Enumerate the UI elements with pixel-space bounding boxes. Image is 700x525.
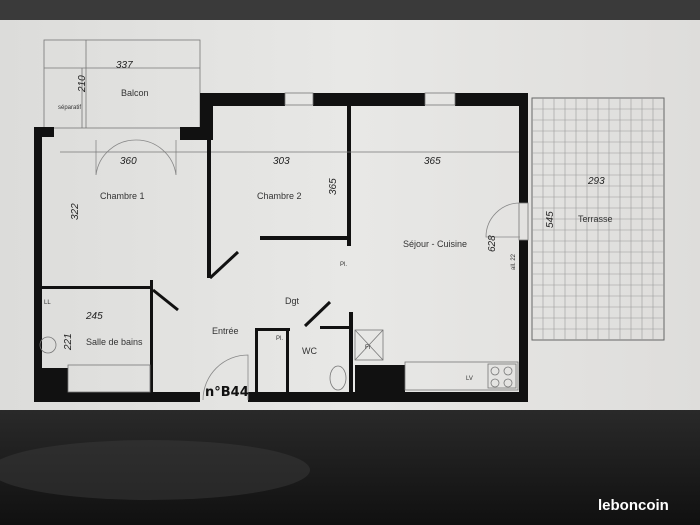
- dim-terrasse-depth: 545: [545, 211, 556, 228]
- dim-terrasse-width: 293: [587, 176, 605, 187]
- balcon-area: [43, 39, 201, 129]
- dim-chambre1-width: 360: [120, 156, 137, 167]
- dim-chambre1-depth: 322: [70, 203, 81, 220]
- room-sdb: Salle de bains: [86, 337, 143, 347]
- walls: [34, 93, 528, 402]
- dim-chambre2-width: 303: [273, 156, 290, 167]
- frigo-label: Fr: [365, 345, 371, 351]
- separatif-label: séparatif: [58, 105, 81, 111]
- room-entree: Entrée: [212, 326, 239, 336]
- terrasse-grid: [531, 97, 665, 341]
- dim-balcon-depth: 210: [77, 75, 88, 93]
- allege-label: all. 22: [511, 253, 517, 270]
- room-dgt: Dgt: [285, 296, 300, 306]
- room-wc: WC: [302, 346, 317, 356]
- room-chambre1: Chambre 1: [100, 191, 145, 201]
- top-background: [0, 0, 700, 22]
- dim-balcon-width: 337: [116, 60, 133, 71]
- lave-linge-label: LL: [44, 300, 51, 306]
- dim-sdb-width: 245: [85, 311, 103, 322]
- room-balcon: Balcon: [121, 88, 149, 98]
- placard-label-1: Pl.: [340, 262, 347, 268]
- unit-number: n°B44: [205, 385, 249, 400]
- room-chambre2: Chambre 2: [257, 191, 302, 201]
- dim-sejour-width: 365: [424, 156, 441, 167]
- dim-sejour-depth: 628: [487, 235, 498, 252]
- placard-label-2: Pl.: [276, 336, 283, 342]
- room-terrasse: Terrasse: [578, 214, 613, 224]
- dim-sdb-depth: 221: [63, 333, 74, 351]
- leboncoin-watermark: leboncoin: [598, 497, 669, 514]
- dim-chambre2-depth: 365: [328, 178, 339, 195]
- lave-vaisselle-label: LV: [466, 376, 473, 382]
- room-sejour: Séjour - Cuisine: [403, 239, 467, 249]
